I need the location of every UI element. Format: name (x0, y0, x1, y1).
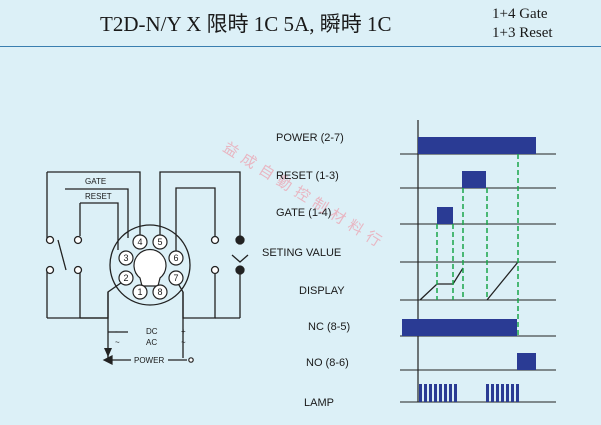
nc-pulse (402, 319, 517, 336)
row-label-reset: RESET (1-3) (276, 170, 339, 182)
pin-5: 5 (157, 237, 162, 247)
ac-label: AC (146, 338, 157, 347)
row-label-no: NO (8-6) (306, 357, 349, 369)
pin-7: 7 (173, 273, 178, 283)
timing-markers (436, 154, 519, 336)
dc-label: DC (146, 327, 158, 336)
gate-note: 1+4 Gate (492, 6, 548, 22)
timing-pulses (402, 137, 536, 370)
outer-loop-wire (47, 171, 141, 237)
power-label: POWER (134, 356, 164, 365)
reset-note: 1+3 Reset (492, 25, 553, 41)
timing-labels: POWER (2-7) RESET (1-3) GATE (1-4) SETIN… (262, 132, 350, 409)
reset-pulse (462, 171, 486, 188)
plus-label: + (181, 327, 186, 336)
row-label-lamp: LAMP (304, 397, 334, 409)
contact-wire-6 (175, 187, 216, 256)
pin-1: 1 (137, 287, 142, 297)
lamp-pulses (419, 384, 519, 402)
row-label-nc: NC (8-5) (308, 321, 350, 333)
reset-label: RESET (85, 192, 112, 201)
row-label-display: DISPLAY (299, 285, 345, 297)
pin-8: 8 (157, 287, 162, 297)
power-pulse (418, 137, 536, 154)
pin-6: 6 (173, 253, 178, 263)
common-bus-wire (47, 292, 109, 319)
row-label-gate: GATE (1-4) (276, 207, 331, 219)
page-title: T2D-N/Y X 限時 1C 5A, 瞬時 1C (100, 12, 392, 36)
power-arrow (102, 348, 194, 365)
row-label-seting-value: SETING VALUE (262, 247, 341, 259)
no-pulse (517, 353, 536, 370)
display-ramps (419, 261, 519, 301)
gate-pulse (437, 207, 453, 224)
tilde-right: ~ (181, 338, 186, 347)
contact-wire-5 (159, 171, 241, 240)
relay-socket (109, 224, 191, 306)
tilde-left: ~ (115, 338, 120, 347)
pin-4: 4 (137, 237, 142, 247)
gate-label: GATE (85, 177, 106, 186)
gate-contact (45, 235, 249, 275)
header-divider (0, 46, 601, 47)
pin-3: 3 (123, 253, 128, 263)
reset-wire (80, 202, 119, 250)
socket-pins: 4 5 6 7 8 1 2 3 (118, 234, 184, 300)
pin-2: 2 (123, 273, 128, 283)
gate-wire (65, 188, 129, 238)
watermark: 益成自動控制材料行 (220, 138, 390, 253)
row-label-power: POWER (2-7) (276, 132, 344, 144)
minus-label: - (115, 327, 118, 336)
